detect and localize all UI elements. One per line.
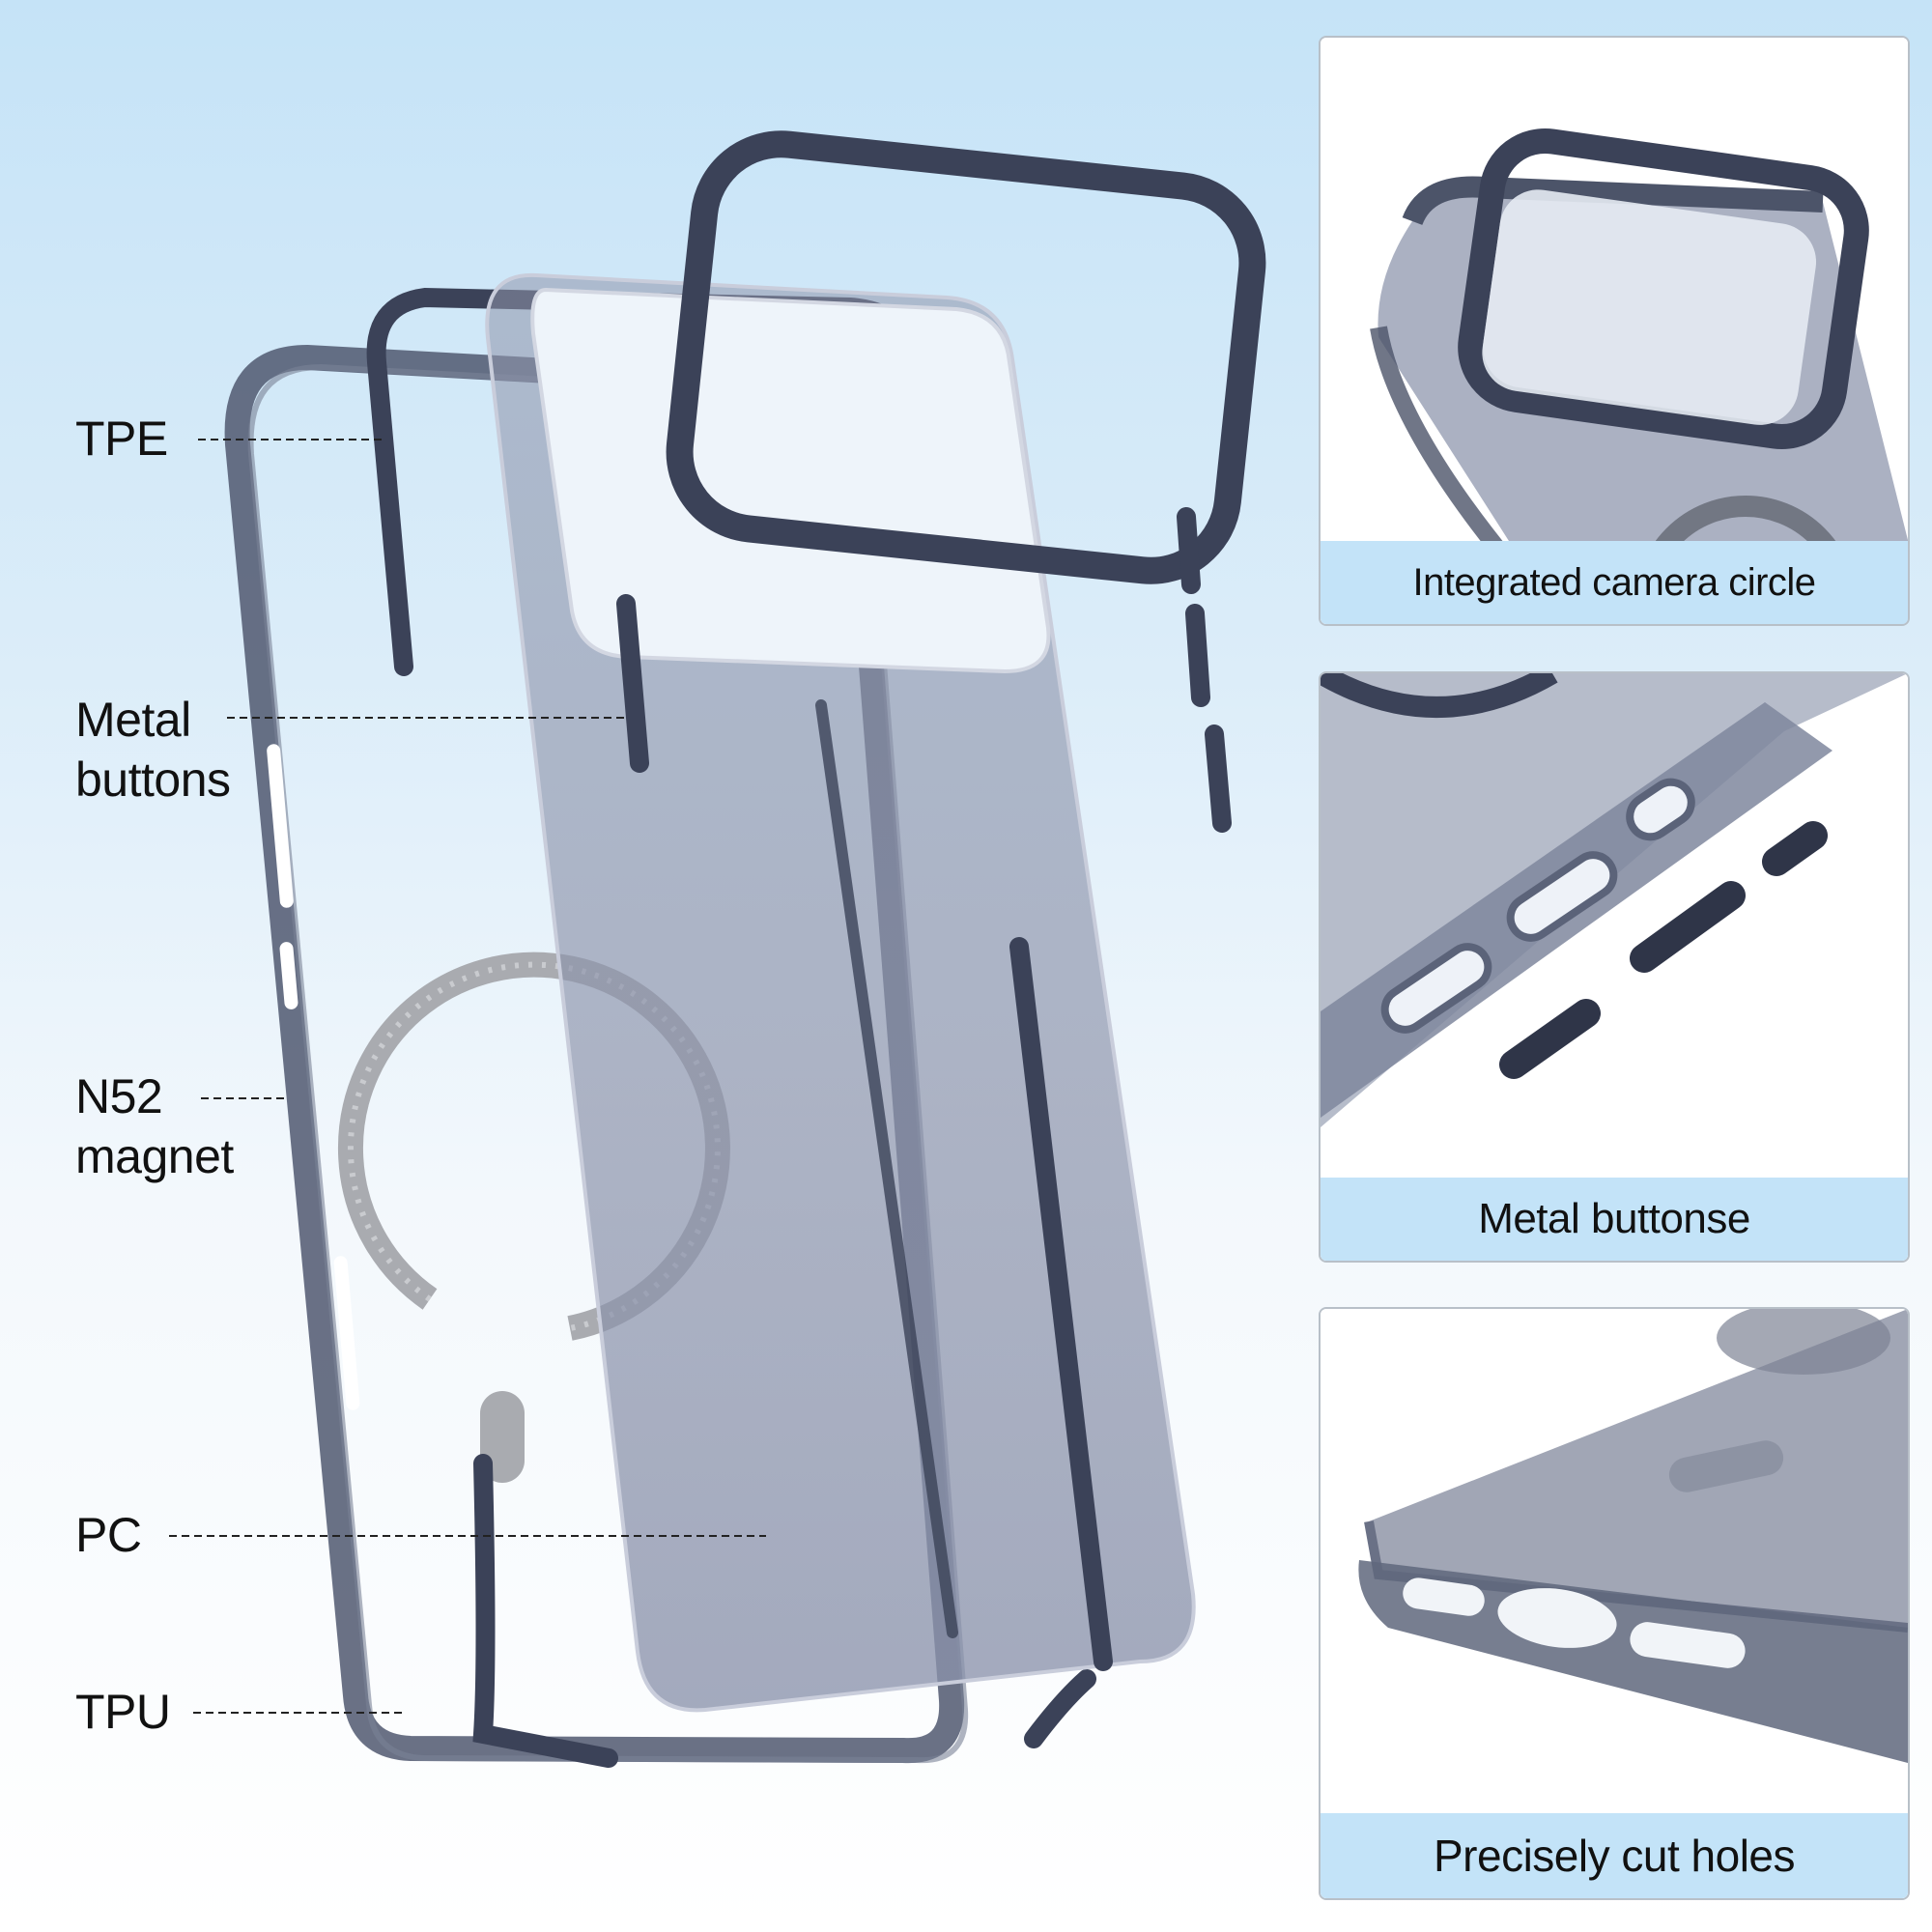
pc-label-text: PC — [75, 1508, 142, 1562]
camera-circle-caption-text: Integrated camera circle — [1412, 560, 1816, 604]
metal-buttons-label-line1: Metal — [75, 693, 191, 747]
camera-circle-photo — [1321, 38, 1908, 624]
cut-holes-panel: Precisely cut holes — [1319, 1307, 1910, 1900]
tpe-label: TPE — [75, 409, 168, 469]
tpe-side-bars — [815, 699, 1113, 1671]
pc-back-plate — [485, 272, 1196, 1713]
metal-buttons-label-line2: buttons — [75, 753, 231, 807]
camera-circle-panel: Integrated camera circle — [1319, 36, 1910, 626]
metal-buttons-label: Metal buttons — [75, 690, 231, 810]
exploded-case-diagram — [169, 130, 1266, 1768]
magnet-label-line2: magnet — [75, 1129, 234, 1183]
metal-buttons — [616, 507, 1232, 833]
pc-label: PC — [75, 1505, 142, 1565]
tpu-label-text: TPU — [75, 1685, 171, 1739]
cut-holes-caption-text: Precisely cut holes — [1434, 1831, 1796, 1881]
cut-holes-caption: Precisely cut holes — [1321, 1813, 1908, 1898]
tpe-label-text: TPE — [75, 412, 168, 466]
camera-ring — [666, 130, 1266, 584]
camera-circle-caption: Integrated camera circle — [1321, 541, 1908, 624]
tpu-label: TPU — [75, 1682, 171, 1742]
cut-holes-photo — [1321, 1309, 1908, 1898]
metal-buttons-caption-text: Metal buttonse — [1478, 1195, 1750, 1242]
metal-buttons-panel: Metal buttonse — [1319, 671, 1910, 1263]
magnet-label: N52 magnet — [75, 1066, 234, 1186]
metal-buttons-caption: Metal buttonse — [1321, 1178, 1908, 1261]
metal-buttons-photo — [1321, 673, 1908, 1261]
magnet-label-line1: N52 — [75, 1069, 163, 1123]
